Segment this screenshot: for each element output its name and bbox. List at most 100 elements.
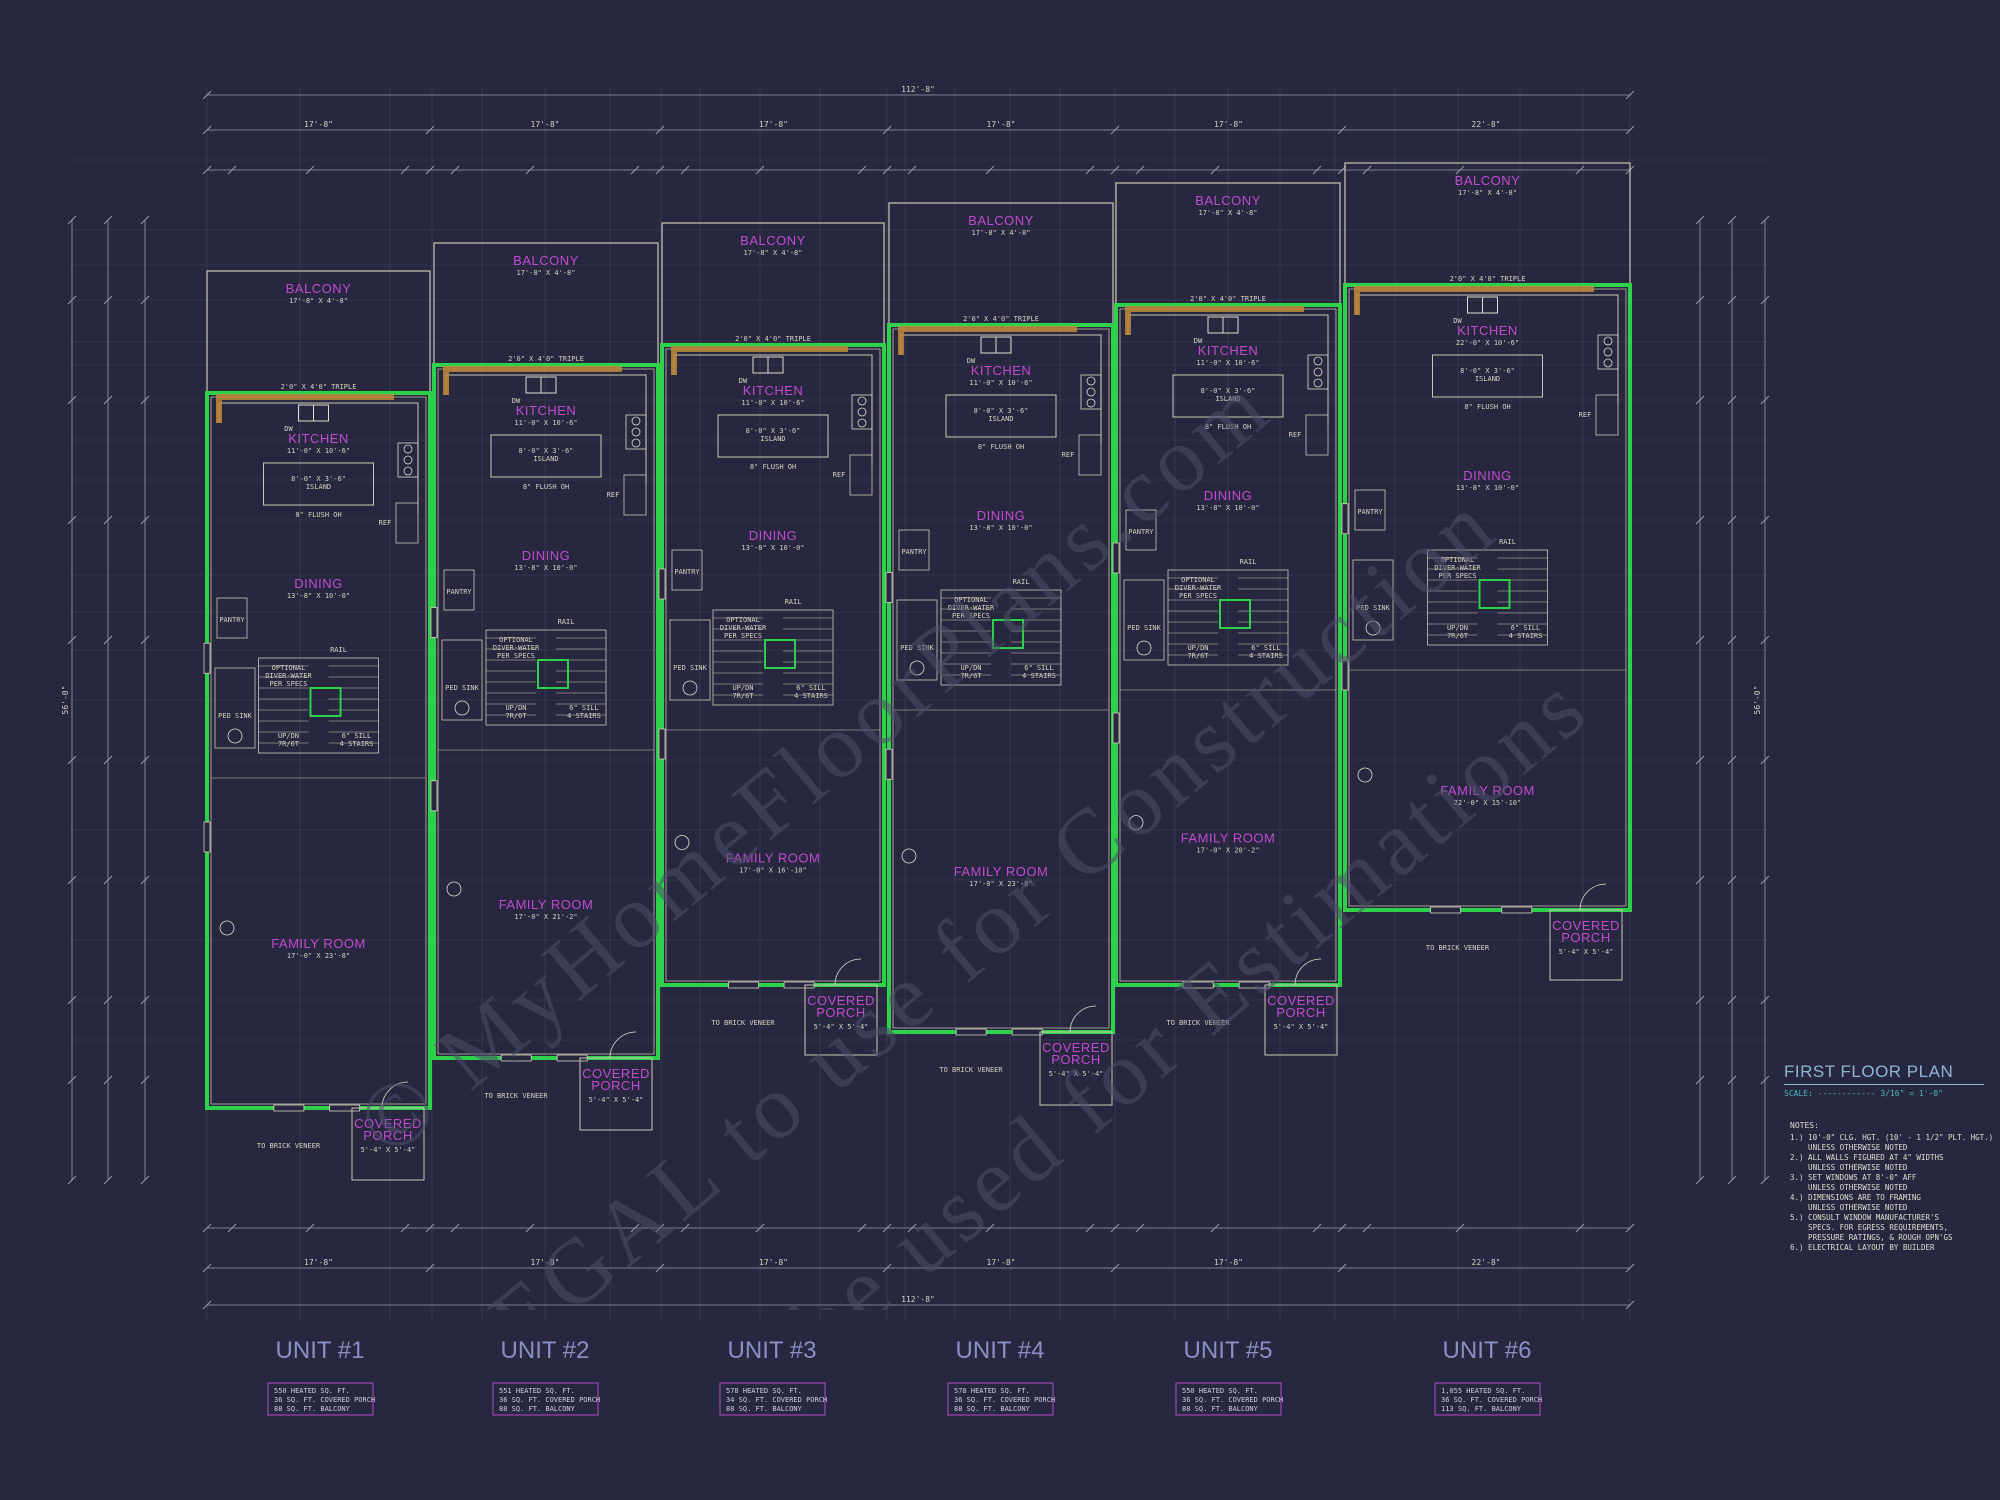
burner-icon [1086, 398, 1096, 408]
dimension-tick [103, 395, 113, 405]
porch-outline [1549, 909, 1623, 981]
dimension-tick [1455, 1223, 1465, 1233]
window [728, 981, 759, 989]
unit-width-dimension: 17'-8" [759, 120, 788, 129]
kitchen-size: 22'-0" X 10'-6" [1456, 339, 1519, 347]
area-line: 551 HEATED SQ. FT. [499, 1387, 575, 1395]
dimension-tick [1110, 125, 1120, 135]
dimension-tick [140, 635, 150, 645]
dimension-tick [1760, 215, 1770, 225]
dimension-tick [1337, 1263, 1347, 1273]
ref-label: REF [1289, 431, 1302, 439]
area-line: 88 SQ. FT. BALCONY [499, 1405, 576, 1413]
island-label: 8'-0" X 3'-6"ISLAND [291, 475, 346, 491]
door-swing [1069, 1005, 1097, 1033]
brick-veneer-note: TO BRICK VENEER [711, 1019, 775, 1027]
kitchen-counter [445, 374, 647, 485]
door-swing [381, 1081, 409, 1109]
island-label: 8'-0" X 3'-6"ISLAND [746, 427, 801, 443]
area-box [267, 1382, 374, 1416]
powder-room [1352, 559, 1394, 641]
dimension-tick [1312, 1223, 1322, 1233]
dimension-tick [140, 295, 150, 305]
dimension-tick [425, 165, 435, 175]
kitchen-label: KITCHEN [971, 363, 1032, 378]
unit-title: UNIT #4 [956, 1337, 1045, 1364]
porch-outline [804, 984, 878, 1056]
dimension-tick [202, 1263, 212, 1273]
exterior-wall [887, 323, 1115, 1034]
burner-icon [857, 418, 867, 428]
area-line: 34 SQ. FT. COVERED PORCH [726, 1396, 827, 1404]
window-note: 2'0" X 4'0" TRIPLE [1450, 275, 1526, 283]
balcony-size: 17'-8" X 4'-8" [1458, 189, 1517, 197]
balcony-label: BALCONY [513, 253, 579, 268]
dimension-tick [103, 1175, 113, 1185]
ped-sink-label: PED SINK [1127, 624, 1162, 632]
unit-width-dimension: 22'-8" [1472, 1258, 1501, 1267]
pantry [1354, 489, 1386, 531]
toilet-icon [1136, 640, 1152, 656]
window [1501, 906, 1533, 914]
dimension-tick [1625, 1300, 1635, 1310]
island-label: 8'-0" X 3'-6"ISLAND [974, 407, 1029, 423]
dimension-tick [1135, 1223, 1145, 1233]
range [851, 394, 873, 430]
ped-sink-label: PED SINK [218, 712, 253, 720]
balcony-label: BALCONY [286, 281, 352, 296]
kitchen-label: KITCHEN [516, 403, 577, 418]
area-line: 36 SQ. FT. COVERED PORCH [499, 1396, 600, 1404]
burner-icon [631, 427, 641, 437]
dimension-tick [140, 1175, 150, 1185]
door-swing [1579, 883, 1607, 911]
dining-label: DINING [977, 508, 1026, 523]
stair-well [712, 609, 834, 706]
plan-scale: SCALE: ------------ 3/16" = 1'-0" [1784, 1089, 1943, 1098]
dining-label: DINING [522, 548, 571, 563]
balcony-size: 17'-8" X 4'-8" [516, 269, 575, 277]
window-note: 2'0" X 4'0" TRIPLE [963, 315, 1039, 323]
kitchen-label: KITCHEN [288, 431, 349, 446]
dimension-tick [985, 165, 995, 175]
dimension-tick [1455, 165, 1465, 175]
window [273, 1104, 305, 1112]
pantry-label: PANTRY [901, 548, 927, 556]
dimension-tick [1695, 1075, 1705, 1085]
notes-heading: NOTES: [1790, 1121, 1819, 1130]
range [1597, 334, 1619, 370]
dimension-tick [140, 875, 150, 885]
kitchen-island [945, 394, 1057, 438]
dimension-tick [1085, 1223, 1095, 1233]
window [1341, 503, 1349, 535]
dishwasher-label: DW [1453, 317, 1462, 325]
kitchen-counter [218, 402, 419, 513]
dimension-tick [400, 165, 410, 175]
cabinet-run [216, 394, 394, 423]
interior-wall-face [437, 368, 655, 1055]
area-line: 113 SQ. FT. BALCONY [1441, 1405, 1522, 1413]
dimension-tick [202, 90, 212, 100]
window-note: 2'0" X 4'0" TRIPLE [735, 335, 811, 343]
unit-title: UNIT #2 [501, 1337, 590, 1364]
dimension-tick [1625, 1223, 1635, 1233]
ceiling-fan-icon [1357, 767, 1373, 783]
window-note: 2'0" X 4'0" TRIPLE [508, 355, 584, 363]
balcony-label: BALCONY [968, 213, 1034, 228]
dimension-tick [103, 515, 113, 525]
unit-width-dimension: 17'-8" [987, 1258, 1016, 1267]
dimension-tick [680, 1223, 690, 1233]
area-line: 1,055 HEATED SQ. FT. [1441, 1387, 1525, 1395]
dining-size: 13'-8" X 10'-0" [741, 544, 804, 552]
dimension-tick [1695, 215, 1705, 225]
range [625, 414, 647, 450]
powder-room [441, 639, 483, 721]
dimension-tick [67, 635, 77, 645]
burner-icon [1603, 336, 1613, 346]
area-line: 578 HEATED SQ. FT. [954, 1387, 1030, 1395]
